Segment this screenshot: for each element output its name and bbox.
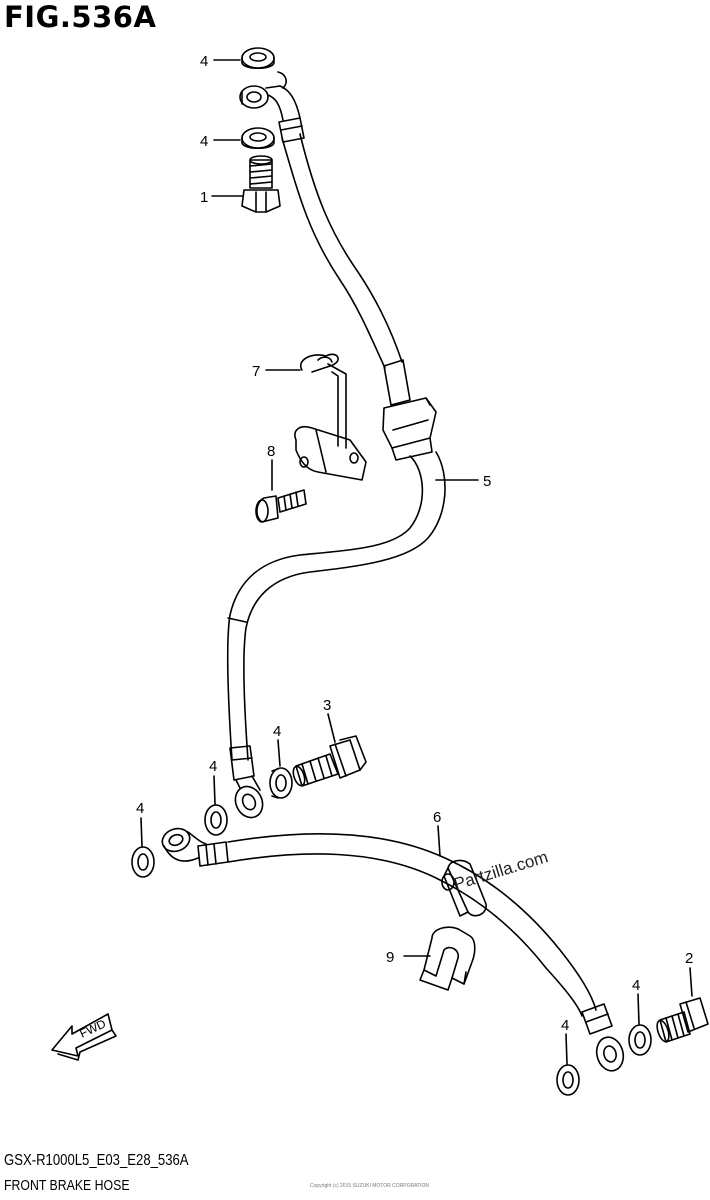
callout-label: 4 xyxy=(209,758,217,775)
callout-label: 7 xyxy=(252,363,260,380)
leader-line xyxy=(327,713,336,743)
fwd-arrow-icon: FWD xyxy=(51,1013,117,1061)
callout-label: 4 xyxy=(136,800,144,817)
union-bolt-3[interactable] xyxy=(291,735,367,787)
union-bolt-1[interactable] xyxy=(241,155,281,213)
callout-label: 4 xyxy=(200,53,208,70)
leader-line xyxy=(637,993,640,1025)
callout-label: 6 xyxy=(433,809,441,826)
callout-label: 4 xyxy=(273,723,281,740)
upper-brake-hose[interactable] xyxy=(227,71,446,822)
diagram-code: GSX-R1000L5_E03_E28_536A xyxy=(4,1152,189,1169)
diagram-description: FRONT BRAKE HOSE xyxy=(4,1177,130,1194)
washer-mid-left[interactable] xyxy=(204,804,228,836)
leader-line xyxy=(437,825,441,857)
leader-line xyxy=(565,1033,568,1065)
callout-label: 2 xyxy=(685,950,693,967)
washer-top[interactable] xyxy=(241,47,275,70)
union-bolt-2[interactable] xyxy=(655,997,709,1043)
clamp-9[interactable] xyxy=(419,926,476,991)
fwd-label: FWD xyxy=(77,1016,108,1040)
callout-label: 3 xyxy=(323,697,331,714)
callout-label: 8 xyxy=(267,443,275,460)
bolt-8[interactable] xyxy=(255,489,307,523)
clamp-bracket-7[interactable] xyxy=(294,353,367,481)
callout-label: 4 xyxy=(632,977,640,994)
figure-title: FIG.536A xyxy=(4,0,157,34)
lower-brake-hose[interactable] xyxy=(159,825,627,1074)
callout-label: 5 xyxy=(483,473,491,490)
callout-label: 4 xyxy=(200,133,208,150)
callout-label: 9 xyxy=(386,949,394,966)
washer-mid-right[interactable] xyxy=(269,767,293,799)
washer-bottom-right[interactable] xyxy=(628,1024,652,1056)
leader-line xyxy=(277,739,281,767)
callout-label: 1 xyxy=(200,189,208,206)
washer-left[interactable] xyxy=(131,846,155,878)
leader-line xyxy=(213,775,216,805)
washer-second[interactable] xyxy=(241,127,275,150)
leader-line xyxy=(140,817,143,847)
leader-line xyxy=(689,967,693,997)
watermark-text: Partzilla.com xyxy=(452,847,551,894)
copyright-text: Copyright (c) 2015 SUZUKI MOTOR CORPORAT… xyxy=(310,1183,430,1189)
callout-label: 4 xyxy=(561,1017,569,1034)
washer-bottom-left[interactable] xyxy=(556,1064,580,1096)
watermark: Partzilla.com xyxy=(452,847,551,894)
